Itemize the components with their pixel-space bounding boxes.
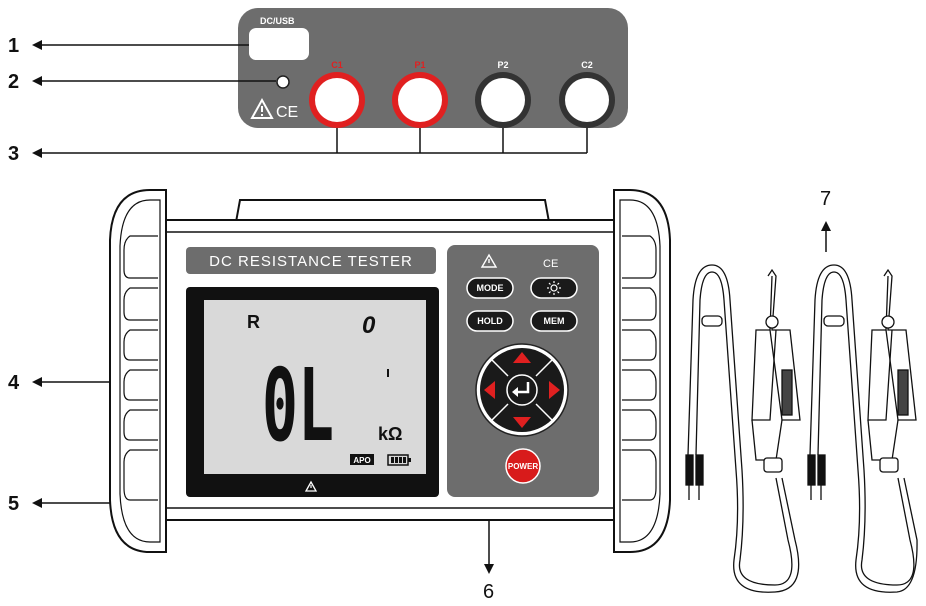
arrow-left-icon [32, 148, 42, 158]
indicator-led [276, 75, 290, 89]
test-lead-right [807, 264, 918, 593]
lcd-unit: kΩ [378, 424, 402, 444]
terminal-p2[interactable]: P2 [475, 60, 531, 128]
arrow-left-icon [32, 498, 42, 508]
enter-icon [512, 382, 530, 397]
warning-icon [250, 97, 274, 119]
mode-button[interactable]: MODE [466, 277, 514, 299]
callout-3: 3 [8, 143, 337, 165]
callout-number: 1 [8, 35, 19, 57]
terminal-c1-label: C1 [331, 60, 343, 70]
terminal-p1-label: P1 [414, 60, 425, 70]
device-title: DC RESISTANCE TESTER [209, 253, 413, 270]
left-bumper [109, 189, 167, 553]
apo-badge-label: APO [353, 456, 370, 465]
lcd-range-digit: 0 [362, 312, 376, 339]
port-label: DC/USB [260, 16, 295, 26]
hold-button-label: HOLD [477, 316, 503, 326]
apo-badge [350, 454, 374, 465]
hold-button[interactable]: HOLD [466, 310, 514, 332]
callout-number: 4 [8, 372, 20, 394]
arrow-left-icon [32, 377, 42, 387]
callout-number: 2 [8, 71, 19, 93]
dpad [475, 343, 569, 437]
power-button-label: POWER [508, 462, 538, 471]
terminal-p2-socket [481, 78, 525, 122]
callout-1: 1 [8, 35, 249, 57]
ce-mark-icon: CE [543, 258, 558, 270]
lcd-main-reading: 0L [262, 347, 334, 464]
top-handle [234, 199, 551, 223]
mode-button-label: MODE [477, 283, 504, 293]
terminal-bracket [336, 128, 588, 154]
terminal-p1-socket [398, 78, 442, 122]
arrow-left-icon [32, 40, 42, 50]
mem-button-label: MEM [544, 316, 565, 326]
callout-number: 6 [483, 581, 494, 603]
arrow-left-icon[interactable] [484, 381, 495, 399]
backlight-button[interactable] [530, 277, 578, 299]
tester-body: DC RESISTANCE TESTER R 0 0L kΩ APO [109, 189, 671, 553]
keypad-panel: CE MODE HOLD MEM [447, 245, 599, 497]
callout-7: 7 [820, 188, 831, 252]
arrow-right-icon[interactable] [549, 381, 560, 399]
terminal-c1[interactable]: C1 [309, 60, 365, 128]
arrow-up-icon[interactable] [513, 352, 531, 363]
terminal-p2-label: P2 [497, 60, 508, 70]
lcd-screen [204, 300, 426, 474]
ce-mark-icon: CE [276, 104, 298, 121]
warning-icon [304, 480, 318, 492]
right-bumper [613, 189, 671, 553]
lcd-display: R 0 0L kΩ APO [186, 287, 439, 497]
power-button[interactable]: POWER [505, 448, 541, 484]
callout-number: 5 [8, 493, 19, 515]
terminal-c1-socket [315, 78, 359, 122]
enter-button[interactable] [506, 374, 538, 406]
lcd-mode-indicator: R [247, 312, 260, 332]
dc-usb-port[interactable] [249, 28, 309, 60]
title-plate [186, 247, 436, 274]
battery-icon [387, 454, 411, 466]
mem-button[interactable]: MEM [530, 310, 578, 332]
top-terminal-panel: DC/USB CE C1 P1 P2 C2 [238, 8, 628, 128]
terminal-c2[interactable]: C2 [559, 60, 615, 128]
test-lead-left [685, 264, 801, 593]
arrow-down-icon [484, 564, 494, 574]
arrow-up-icon [821, 221, 831, 231]
sun-icon [547, 281, 561, 295]
callout-5: 5 [8, 493, 112, 515]
arrow-left-icon [32, 76, 42, 86]
terminal-c2-label: C2 [581, 60, 593, 70]
warning-icon [480, 253, 498, 268]
callout-2: 2 [8, 71, 276, 93]
callout-number: 7 [820, 188, 831, 210]
callout-number: 3 [8, 143, 19, 165]
terminal-p1[interactable]: P1 [392, 60, 448, 128]
arrow-down-icon[interactable] [513, 417, 531, 428]
terminal-c2-socket [565, 78, 609, 122]
